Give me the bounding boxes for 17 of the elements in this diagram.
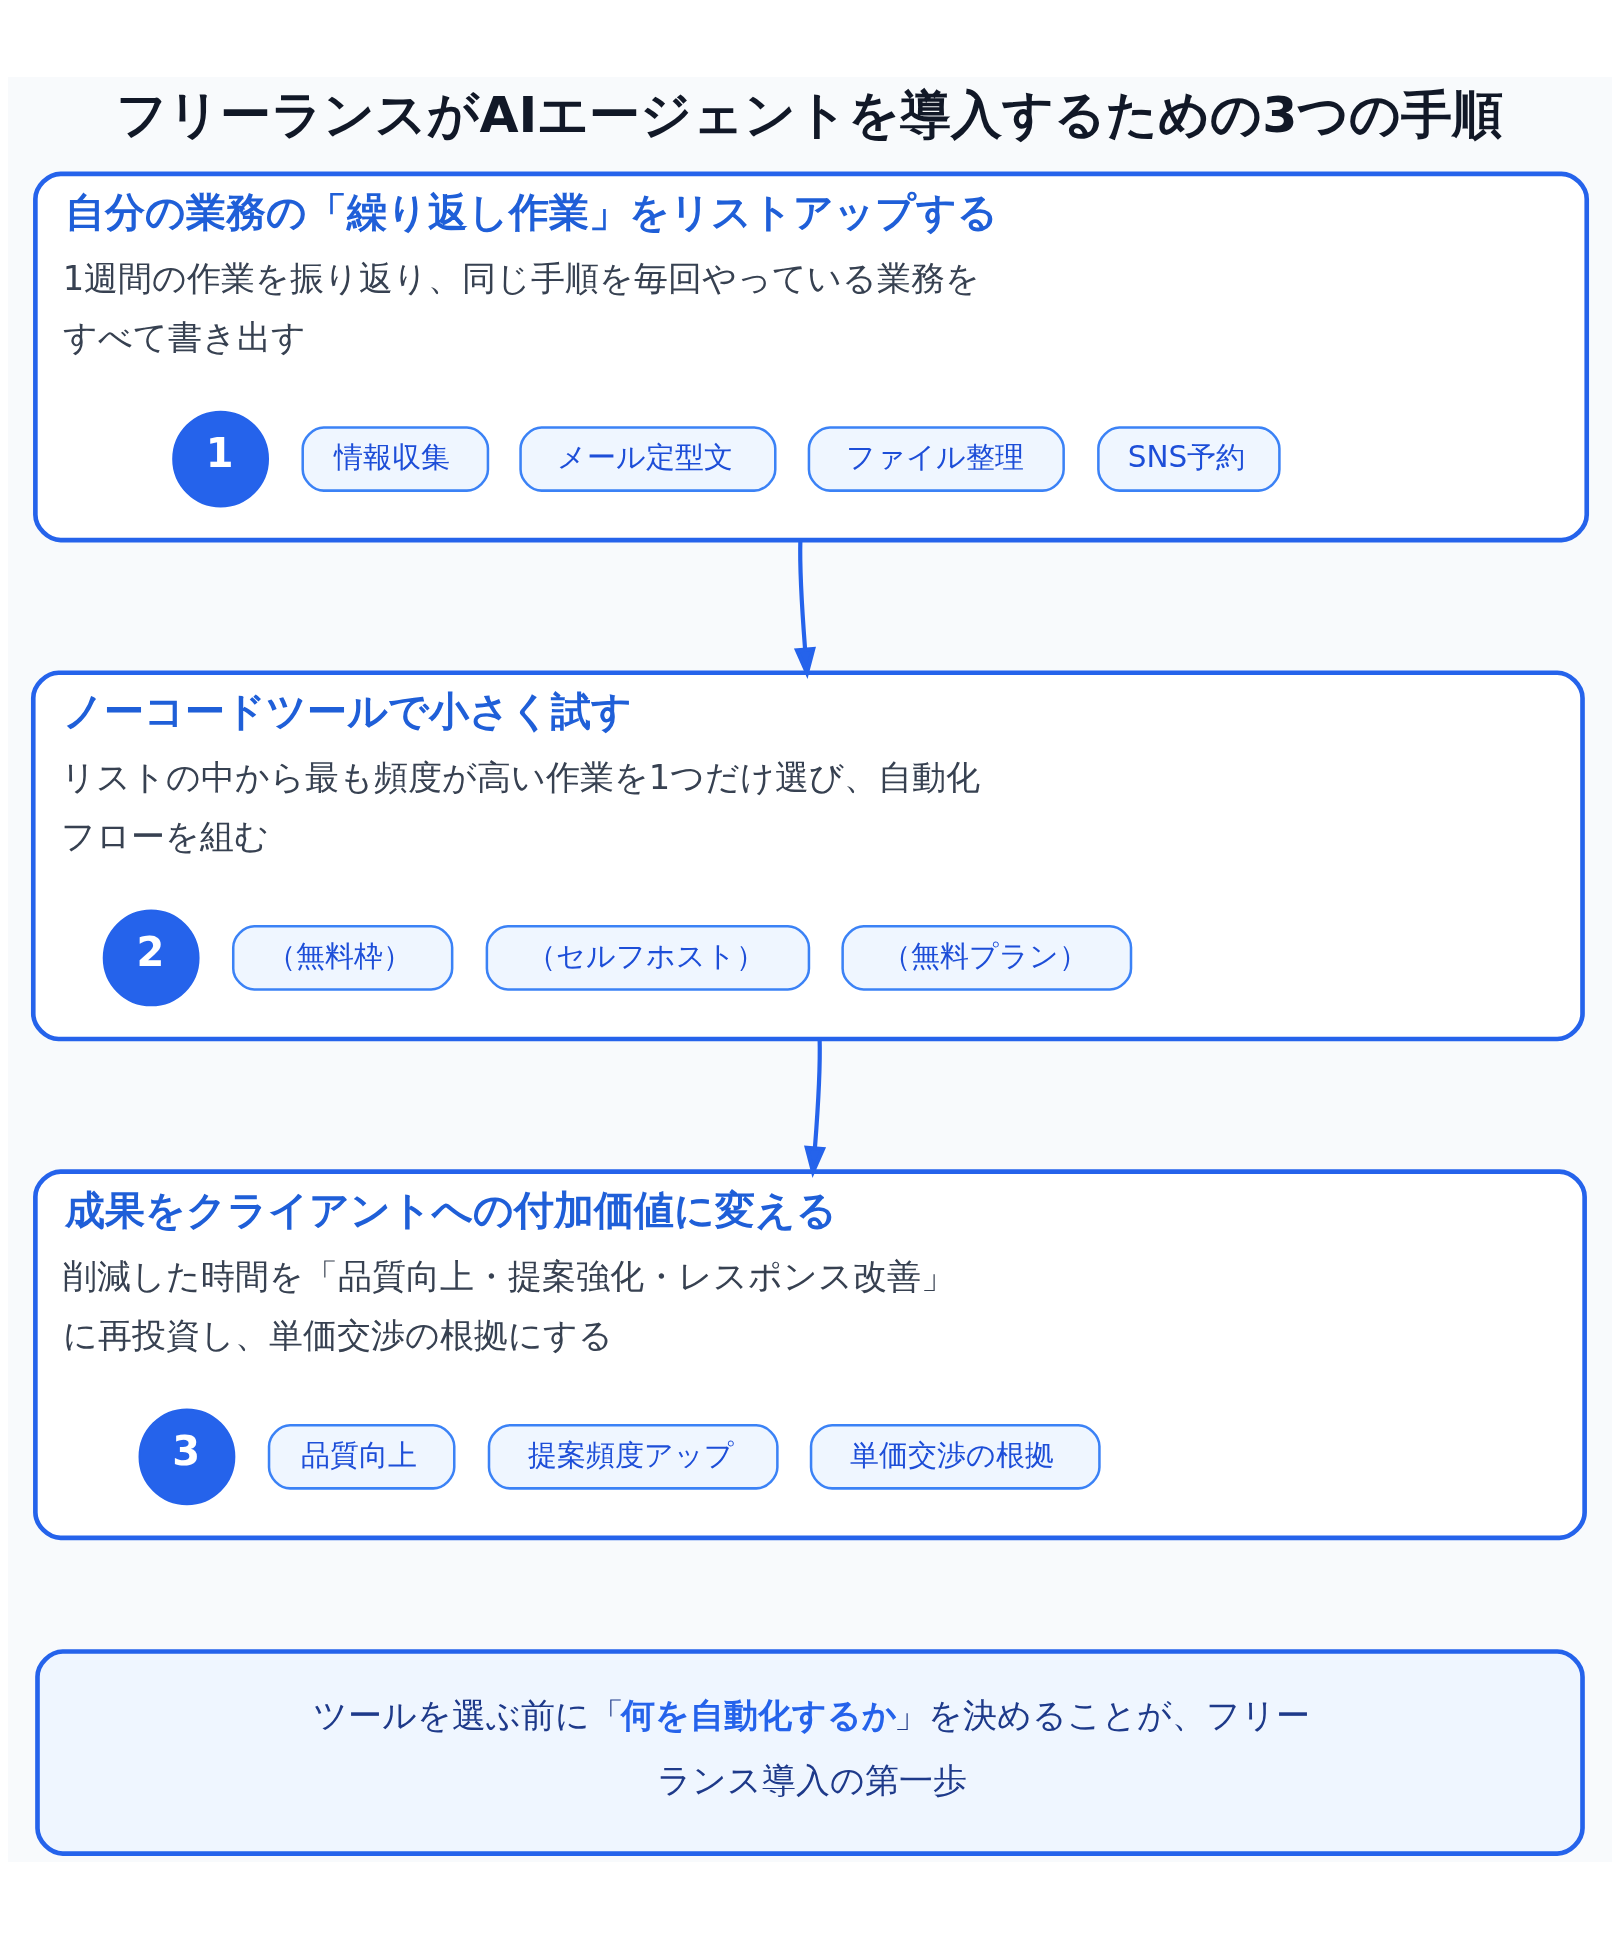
node-box: ツールを選ぶ前に「何を自動化するか」を決めることが、フリーランス導入の第一歩 — [35, 1648, 1585, 1856]
arrow — [793, 539, 816, 679]
node-circle: 1 — [172, 410, 270, 507]
node-box: 提案頻度アップ — [487, 1423, 779, 1490]
node-box: メール定型文 — [519, 425, 777, 492]
arrow — [804, 1038, 827, 1178]
node-box: （無料枠） — [231, 924, 454, 991]
node-box: ファイル整理 — [807, 425, 1065, 492]
node-box: 単価交渉の根拠 — [809, 1423, 1101, 1490]
node-box: SNS予約 — [1097, 425, 1281, 492]
diagram-title: フリーランスがAIエージェントを導入するための3つの手順 — [116, 84, 1504, 144]
node-box: （無料プラン） — [841, 924, 1133, 991]
node-box: 情報収集 — [301, 425, 490, 492]
node-circle: 2 — [102, 909, 200, 1006]
node-box: 品質向上 — [267, 1423, 456, 1490]
node-box: （セルフホスト） — [485, 924, 811, 991]
node-circle: 3 — [138, 1407, 236, 1505]
